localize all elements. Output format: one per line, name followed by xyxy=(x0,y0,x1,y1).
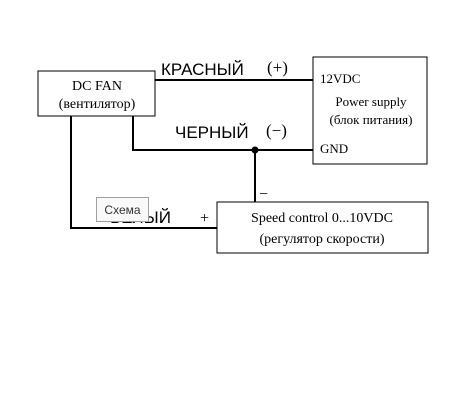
terminal-gnd: GND xyxy=(320,141,348,156)
terminal-12vdc: 12VDC xyxy=(320,71,360,86)
junction-dot xyxy=(251,146,259,154)
white-wire-polarity: + xyxy=(200,210,209,227)
control-minus-label: − xyxy=(259,186,268,203)
power-supply-box xyxy=(312,56,428,165)
speed-control-label: Speed control 0...10VDC xyxy=(251,211,393,226)
black-wire-label: ЧЕРНЫЙ xyxy=(175,123,249,142)
fan-label: DC FAN xyxy=(72,79,122,94)
white-wire xyxy=(70,116,217,229)
black-wire-polarity: (−) xyxy=(266,121,287,140)
red-wire-polarity: (+) xyxy=(267,58,288,77)
red-wire-label: КРАСНЫЙ xyxy=(161,60,244,79)
tooltip-text: Схема xyxy=(104,202,141,217)
power-supply-sublabel: (блок питания) xyxy=(330,112,413,127)
tooltip: Схема xyxy=(96,197,149,222)
speed-control-box xyxy=(216,201,429,254)
fan-sublabel: (вентилятор) xyxy=(59,97,136,112)
dc-fan-box xyxy=(37,70,156,117)
speed-control-sublabel: (регулятор скорости) xyxy=(259,232,384,247)
power-supply-label: Power supply xyxy=(335,94,407,109)
